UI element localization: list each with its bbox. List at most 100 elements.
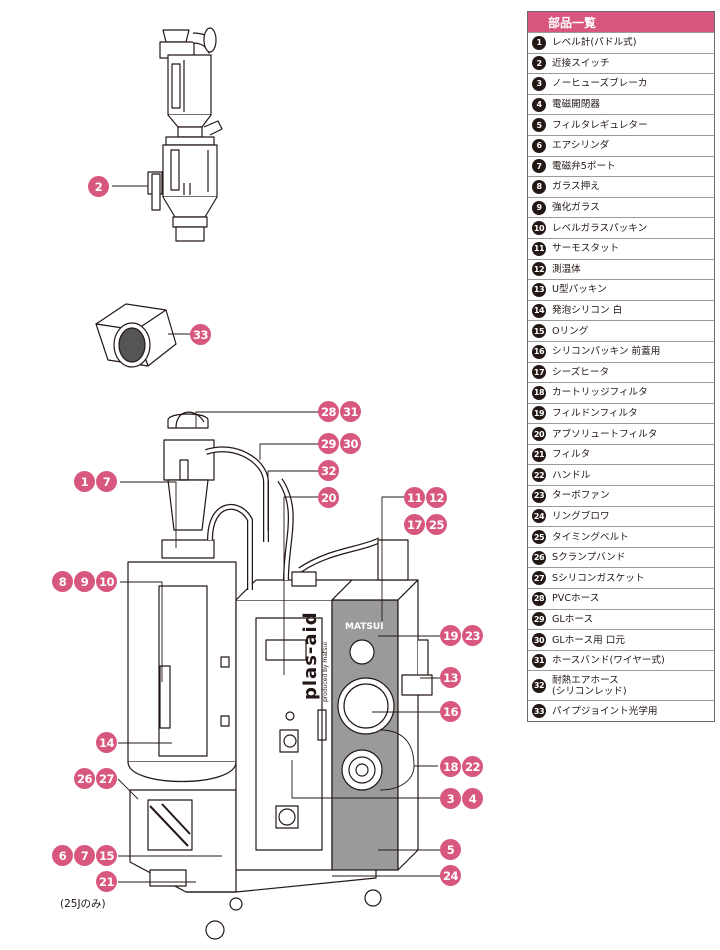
callout-number: 24 [440, 865, 461, 886]
part-name: ホースバンド(ワイヤー式) [552, 655, 665, 667]
callout-number: 10 [96, 571, 117, 592]
parts-list-row: 30 GLホース用 口元 [528, 629, 714, 650]
parts-list-row: 8 ガラス押え [528, 176, 714, 197]
part-name: ガラス押え [552, 181, 600, 193]
parts-list-row: 17 シーズヒータ [528, 361, 714, 383]
callout-number: 26 [74, 768, 95, 789]
part-number-badge: 4 [532, 97, 546, 112]
part-name: GLホース用 口元 [552, 634, 625, 646]
callout-number: 17 [404, 514, 425, 535]
brand-text: plas-aid [300, 611, 321, 700]
callout-number: 25 [426, 514, 447, 535]
part-name: 測温体 [552, 263, 581, 275]
parts-list-row: 2 近接スイッチ [528, 52, 714, 74]
part-number-badge: 12 [532, 262, 546, 277]
pipe-joint-drawing [95, 303, 177, 368]
callout-number: 27 [96, 768, 117, 789]
maker-text: MATSUI [345, 622, 384, 632]
part-name: U型パッキン [552, 284, 607, 296]
callout-number: 13 [440, 667, 461, 688]
parts-list-title: 部品一覧 [528, 12, 714, 32]
part-number-badge: 6 [532, 138, 546, 153]
callout-number: 9 [74, 571, 95, 592]
callout-number: 28 [318, 401, 339, 422]
callout-number: 11 [404, 487, 425, 508]
parts-list-row: 12 測温体 [528, 258, 714, 280]
part-name: PVCホース [552, 593, 600, 605]
part-name: ターボファン [552, 490, 610, 502]
part-name: シーズヒータ [552, 366, 610, 378]
callout-number: 8 [52, 571, 73, 592]
callout-number: 32 [318, 460, 339, 481]
part-name: Sシリコンガスケット [552, 572, 645, 584]
callout-number: 1 [74, 471, 95, 492]
callout-number: 30 [340, 433, 361, 454]
part-name: 発泡シリコン 白 [552, 305, 623, 317]
part-number-badge: 16 [532, 344, 546, 359]
callout-number: 20 [318, 487, 339, 508]
part-number-badge: 19 [532, 406, 546, 421]
part-name: サーモスタット [552, 243, 620, 255]
part-name: 強化ガラス [552, 202, 600, 214]
parts-list-row: 23 ターボファン [528, 485, 714, 506]
part-number-badge: 5 [532, 118, 546, 133]
part-name: カートリッジフィルタ [552, 387, 648, 399]
callout-14: 14 [96, 732, 117, 753]
callout-number: 31 [340, 401, 361, 422]
part-number-badge: 11 [532, 241, 546, 256]
part-number-badge: 18 [532, 385, 546, 400]
part-number-badge: 1 [532, 35, 546, 50]
callout-number: 23 [462, 625, 483, 646]
callout-number: 7 [74, 845, 95, 866]
dryer-body-drawing [127, 411, 433, 940]
part-number-badge: 29 [532, 612, 546, 627]
parts-list-row: 1 レベル計(パドル式) [528, 32, 714, 53]
part-name: GLホース [552, 613, 594, 625]
callout-21: 21 [96, 871, 117, 892]
part-number-badge: 23 [532, 488, 546, 503]
part-number-badge: 25 [532, 530, 546, 545]
part-name: 近接スイッチ [552, 57, 610, 69]
part-number-badge: 2 [532, 56, 546, 71]
callout-33: 33 [190, 324, 211, 345]
part-number-badge: 33 [532, 704, 546, 719]
callout-number: 2 [88, 176, 109, 197]
part-number-badge: 28 [532, 591, 546, 606]
parts-list-row: 6 エアシリンダ [528, 134, 714, 156]
part-number-badge: 22 [532, 468, 546, 483]
callout-20: 20 [318, 487, 339, 508]
part-number-badge: 8 [532, 179, 546, 194]
part-number-badge: 30 [532, 633, 546, 648]
part-number-badge: 32 [532, 678, 546, 693]
part-number-badge: 20 [532, 427, 546, 442]
callout-number: 5 [440, 839, 461, 860]
part-name: レベルガラスパッキン [552, 222, 648, 234]
part-name: パイプジョイント光学用 [552, 705, 658, 717]
part-name: Sクランプバンド [552, 552, 626, 564]
part-name: 耐熱エアホース (シリコンレッド) [552, 674, 627, 697]
callout-number: 14 [96, 732, 117, 753]
part-number-badge: 17 [532, 365, 546, 380]
callout-number: 18 [440, 756, 461, 777]
part-name: エアシリンダ [552, 140, 610, 152]
part-number-badge: 3 [532, 76, 546, 91]
callout-number: 7 [96, 471, 117, 492]
part-name: レベル計(パドル式) [552, 37, 637, 49]
